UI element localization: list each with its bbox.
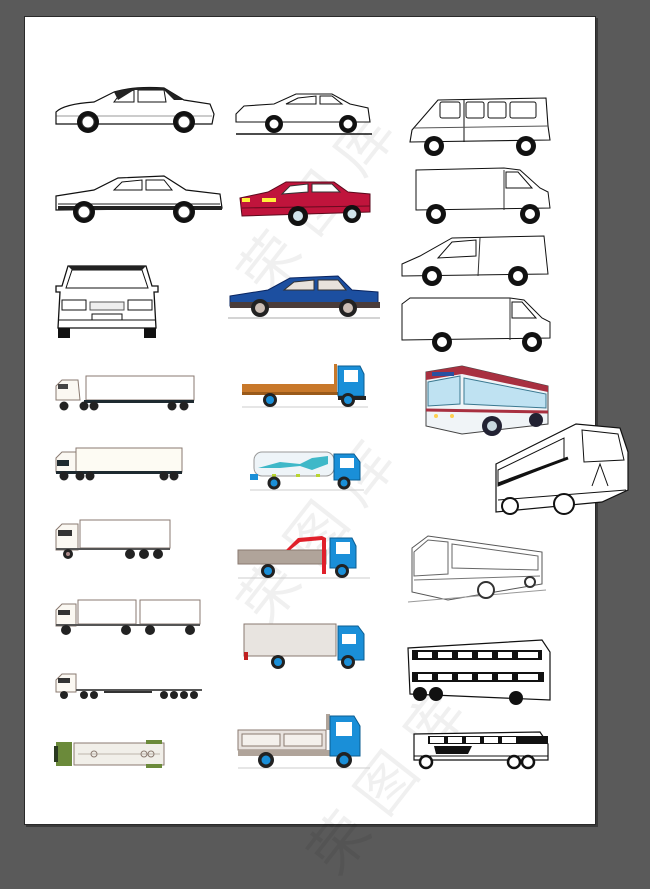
- watermark: 荣图库: [225, 85, 420, 307]
- artboard: 荣图库 荣图库 荣图库: [24, 16, 596, 887]
- watermark: 荣图库: [295, 665, 490, 887]
- watermark: 荣图库: [225, 415, 420, 637]
